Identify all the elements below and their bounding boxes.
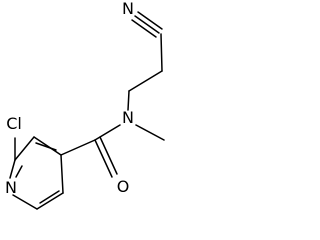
- bond-carbonyl-to-ring: [60, 139, 96, 156]
- ring-bond: [36, 192, 64, 210]
- ring-bond: [33, 136, 62, 156]
- ring-nitrogen-label: N: [5, 178, 17, 197]
- ring-bond: [60, 154, 64, 194]
- bond-line: [94, 139, 113, 178]
- bond-line: [134, 15, 160, 34]
- bond-line: [131, 19, 157, 38]
- ring-bond-inner: [39, 190, 60, 204]
- carbonyl-oxygen-label: O: [117, 177, 130, 196]
- bond-ch2-to-amide-n: [127, 90, 130, 111]
- ring-bond: [14, 136, 35, 161]
- chlorine-label: Cl: [6, 114, 22, 133]
- ring-bond-inner: [15, 165, 23, 178]
- bond-amide-n-to-carbonyl: [94, 124, 121, 141]
- ring-bond: [9, 159, 16, 179]
- bond-line: [99, 136, 118, 175]
- pyridine-ring: [9, 136, 64, 210]
- bond-ch2-to-ch2: [128, 70, 163, 92]
- bond-nitrile-carbon-to-ch2: [160, 33, 163, 72]
- bond-amide-n-to-methyl: [135, 124, 165, 141]
- carbonyl-double-bond: [94, 136, 118, 178]
- ring-bond-inner: [35, 142, 57, 151]
- bond-line: [137, 11, 163, 30]
- structure-diagram: N N O N Cl: [5, 0, 165, 210]
- ring-bond: [12, 194, 38, 210]
- amide-nitrogen-label: N: [122, 108, 134, 127]
- nitrile-triple-bond: [131, 11, 163, 38]
- nitrile-nitrogen-label: N: [122, 0, 134, 18]
